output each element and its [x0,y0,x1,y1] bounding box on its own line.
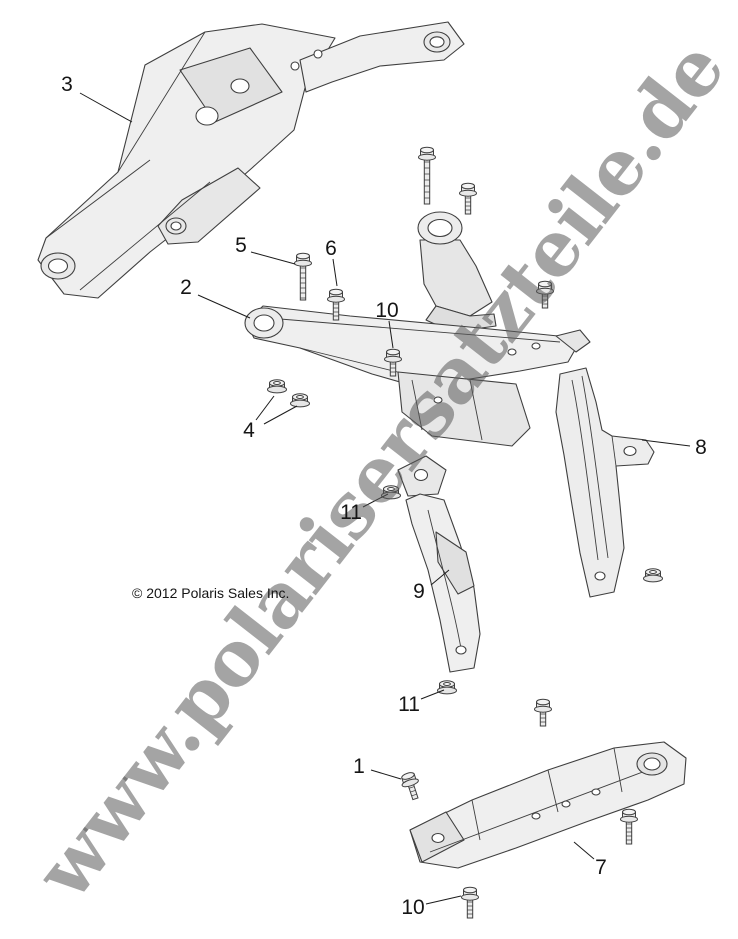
callout-11-lower: 11 [398,693,420,716]
bolt-part7-drawing [620,808,638,845]
bolt-1-drawing [398,770,425,802]
part-8-drawing [555,367,655,598]
nut-4-a-drawing [267,379,287,394]
callout-4: 4 [243,419,255,442]
callout-10-upper: 10 [375,299,399,322]
callout-9: 9 [413,580,425,603]
nut-11-upper-drawing [381,485,401,500]
bolt-mid-lower-drawing [534,698,552,727]
bolt-top-short-drawing [459,182,477,215]
bolt-10-lower-drawing [461,886,479,919]
part-7-drawing [409,741,687,869]
nut-part8-drawing [643,568,663,583]
leader-lines [79,92,691,905]
copyright-text: © 2012 Polaris Sales Inc. [132,585,290,601]
part-9-drawing [397,455,481,673]
callout-3: 3 [61,73,73,96]
part-3-drawing [37,21,465,299]
callout-8: 8 [695,436,707,459]
steering-post-drawing [417,211,497,333]
callout-7: 7 [595,856,607,879]
callout-6: 6 [325,237,337,260]
bolt-right-small-drawing [536,280,554,309]
part-2-drawing [244,305,591,447]
nut-4-b-drawing [290,393,310,408]
callout-1: 1 [353,755,365,778]
callout-10-lower: 10 [401,896,425,919]
bolt-5-drawing [294,252,312,301]
callout-2: 2 [180,276,192,299]
callout-5: 5 [235,234,247,257]
bolt-top-long-drawing [418,146,436,205]
callout-11-upper: 11 [340,501,362,524]
